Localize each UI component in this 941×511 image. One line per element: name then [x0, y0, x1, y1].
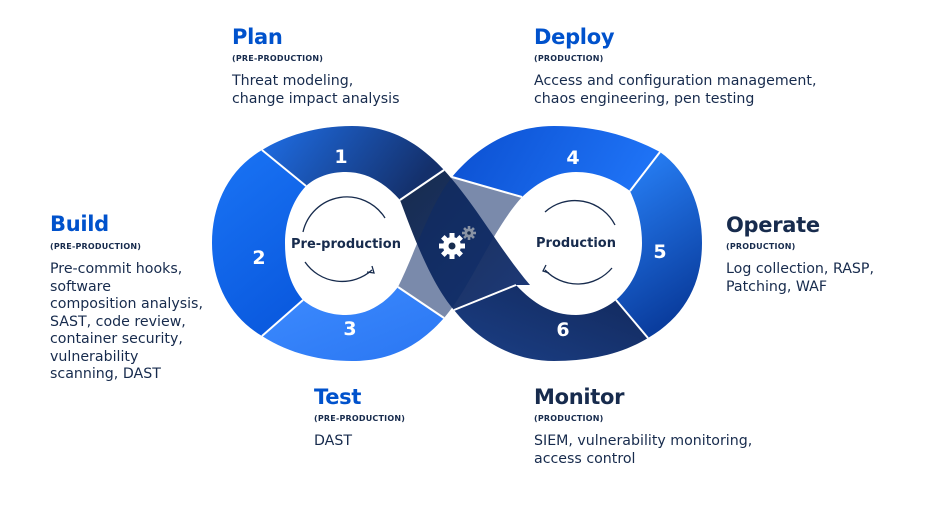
build-title: Build [50, 212, 109, 236]
deploy-block: Deploy (PRODUCTION) Access and configura… [534, 25, 816, 108]
right-loop-label: Production [536, 236, 616, 251]
segment-number-2: 2 [252, 247, 265, 269]
monitor-title: Monitor [534, 385, 625, 409]
monitor-stage-label: (PRODUCTION) [534, 414, 604, 423]
right-inner-circle [519, 186, 633, 300]
operate-block: Operate (PRODUCTION) Log collection, RAS… [726, 213, 874, 296]
left-cycle-arrow-icon [302, 196, 386, 283]
segment-number-1: 1 [334, 146, 347, 168]
plan-description: Threat modeling, change impact analysis [232, 73, 400, 107]
operate-title: Operate [726, 213, 820, 237]
monitor-description: SIEM, vulnerability monitoring, access c… [534, 433, 753, 467]
deploy-stage-label: (PRODUCTION) [534, 54, 604, 63]
segment-4 [452, 126, 660, 197]
plan-block: Plan (PRE-PRODUCTION) Threat modeling, c… [232, 25, 400, 108]
segment-1 [262, 126, 444, 200]
segment-2 [212, 150, 306, 336]
segment-5 [616, 152, 702, 338]
build-description: Pre-commit hooks, software composition a… [50, 261, 203, 382]
test-stage-label: (PRE-PRODUCTION) [314, 414, 406, 423]
segment-number-4: 4 [566, 147, 579, 169]
segment-number-6: 6 [556, 319, 569, 341]
test-block: Test (PRE-PRODUCTION) DAST [314, 385, 405, 451]
segment-number-3: 3 [343, 318, 356, 340]
deploy-title: Deploy [534, 25, 615, 49]
test-title: Test [314, 385, 362, 409]
left-inner-circle [289, 186, 403, 300]
gears-icon [439, 226, 476, 259]
segment-3 [262, 287, 444, 361]
operate-description: Log collection, RASP, Patching, WAF [726, 261, 874, 295]
build-stage-label: (PRE-PRODUCTION) [50, 242, 142, 251]
plan-stage-label: (PRE-PRODUCTION) [232, 54, 324, 63]
segment-separators [261, 149, 661, 339]
right-cycle-arrow-icon [544, 199, 616, 285]
operate-stage-label: (PRODUCTION) [726, 242, 796, 251]
segment-6 [454, 285, 648, 361]
segment-number-5: 5 [653, 241, 666, 263]
build-block: Build (PRE-PRODUCTION) Pre-commit hooks,… [50, 212, 203, 384]
plan-title: Plan [232, 25, 283, 49]
monitor-block: Monitor (PRODUCTION) SIEM, vulnerability… [534, 385, 752, 468]
left-loop-label: Pre-production [291, 237, 401, 252]
deploy-description: Access and configuration management, cha… [534, 73, 817, 107]
test-description: DAST [314, 433, 353, 449]
